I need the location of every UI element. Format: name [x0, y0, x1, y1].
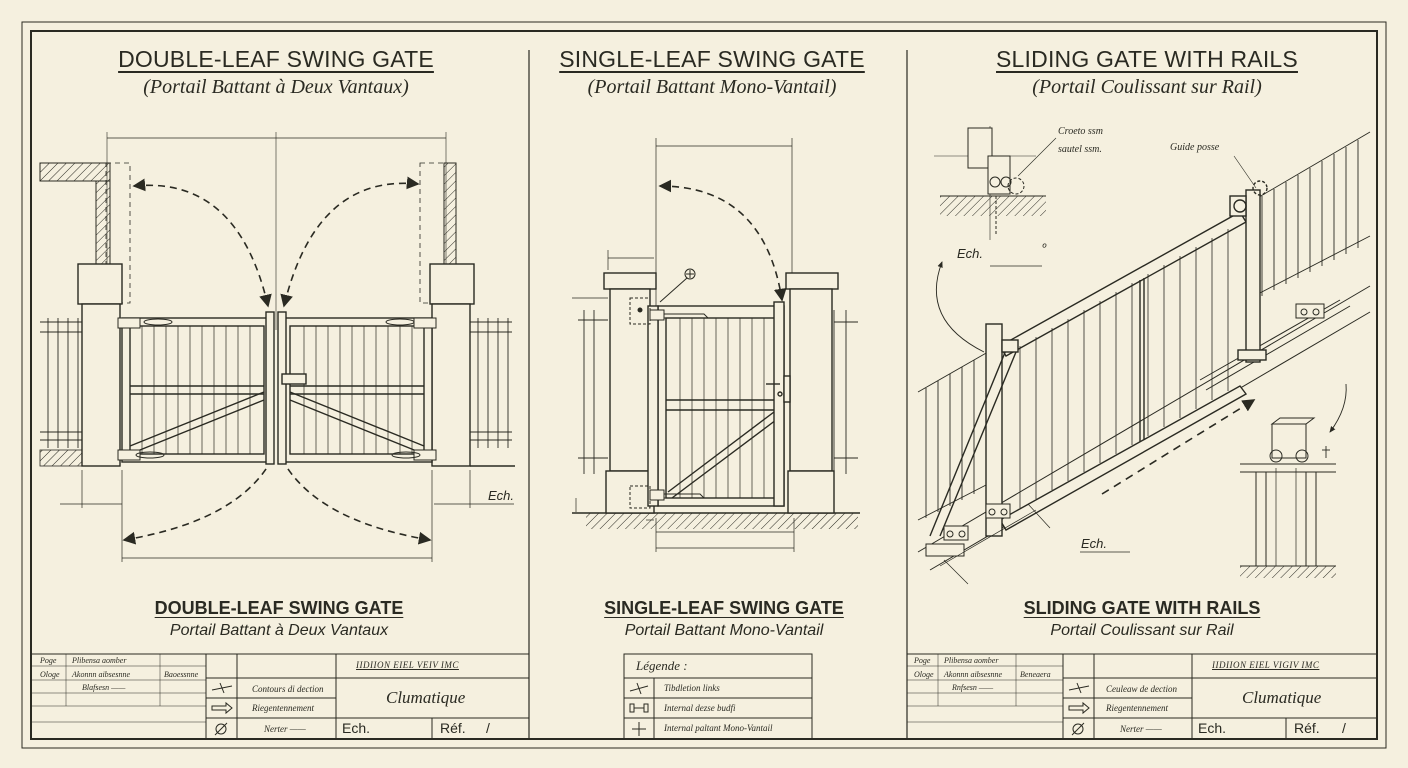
tb-right-r1-a: Poge	[914, 656, 931, 665]
tb-right-code: IIDIION EIEL VIGIV IMC	[1212, 660, 1320, 670]
caption-subtitle-single-leaf: Portail Battant Mono-Vantail	[624, 622, 824, 639]
tb-right-sym2-text: Riegentennement	[1106, 703, 1168, 713]
double-leaf-gate-drawing	[39, 132, 515, 562]
tb-left-r3-b: Blafsesn ——	[82, 683, 126, 692]
tb-left-ref: Réf.	[440, 720, 466, 736]
legend-item-2: Internal dezse budfi	[664, 703, 736, 713]
guide-label: Guide posse	[1170, 142, 1220, 153]
tb-left-r2-c: Baoessnne	[164, 670, 199, 679]
diameter-icon	[1071, 722, 1085, 736]
title-block-left	[30, 653, 530, 740]
tb-right-brand: Clumatique	[1242, 688, 1322, 707]
detail-label-2: sautel ssm.	[1058, 144, 1102, 155]
tb-right-r1-b: Plibensa aomber	[944, 656, 999, 665]
tb-right-r2-c: Beneaera	[1020, 670, 1051, 679]
panel-title-single-leaf: SINGLE-LEAF SWING GATE	[559, 46, 865, 72]
detail-label-1: Croeto ssm	[1058, 126, 1103, 137]
post-detail	[1240, 417, 1336, 578]
legend-item-3: Internal paltant Mono-Vantail	[664, 723, 773, 733]
scale-label-sliding-top: Ech.	[957, 246, 984, 261]
legend-item-1: Tibdletion links	[664, 683, 720, 693]
tb-left-brand: Clumatique	[386, 688, 466, 707]
scale-label-sliding-top-suffix: º	[1042, 242, 1047, 254]
arrow-icon	[211, 701, 233, 715]
tb-left-sym3-text: Nerter ——	[264, 724, 306, 734]
tb-left-ref-mark: /	[486, 720, 490, 736]
tb-right-ref: Réf.	[1294, 720, 1320, 736]
tb-left-r1-a: Poge	[40, 656, 57, 665]
break-line-icon	[1068, 682, 1090, 694]
title-block-right	[906, 653, 1378, 740]
tb-left-ech: Ech.	[342, 720, 371, 736]
caption-title-single-leaf: SINGLE-LEAF SWING GATE	[604, 598, 844, 618]
caption-title-sliding: SLIDING GATE WITH RAILS	[1023, 598, 1261, 618]
sliding-gate-drawing	[917, 126, 1371, 585]
tb-left-code: IIDIION EIEL VEIV IMC	[356, 660, 459, 670]
caption-subtitle-sliding: Portail Coulissant sur Rail	[1050, 622, 1234, 639]
tb-right-r2-b: Akonnn aibsesnne	[944, 670, 1002, 679]
single-leaf-gate-drawing	[572, 138, 860, 552]
panel-subtitle-sliding: (Portail Coulissant sur Rail)	[1032, 76, 1262, 98]
panel-title-double-leaf: DOUBLE-LEAF SWING GATE	[118, 46, 434, 72]
tb-left-r2-b: Akonnn aibsesnne	[72, 670, 130, 679]
tb-right-sym3-text: Nerter ——	[1120, 724, 1162, 734]
panel-subtitle-double-leaf: (Portail Battant à Deux Vantaux)	[143, 76, 409, 98]
tb-right-ech: Ech.	[1198, 720, 1227, 736]
tb-right-r3-b: Rnfsesn ——	[952, 683, 994, 692]
legend-box	[623, 653, 813, 740]
arrow-icon	[1068, 701, 1090, 715]
tb-left-r1-b: Plibensa aomber	[72, 656, 127, 665]
tb-right-r2-a: Ologe	[914, 670, 934, 679]
panel-title-sliding: SLIDING GATE WITH RAILS	[996, 46, 1298, 72]
caption-subtitle-double-leaf: Portail Battant à Deux Vantaux	[169, 622, 389, 639]
legend-title: Légende :	[636, 658, 688, 673]
diameter-icon	[214, 722, 228, 736]
panel-subtitle-single-leaf: (Portail Battant Mono-Vantail)	[587, 76, 837, 98]
tb-left-sym2-text: Riegentennement	[252, 703, 314, 713]
break-line-icon	[211, 682, 233, 694]
rail-detail-top	[934, 126, 1057, 267]
break-line-icon	[629, 682, 649, 695]
scale-label-sliding-bottom: Ech.	[1081, 536, 1108, 551]
crosshair-icon	[632, 722, 646, 736]
caption-title-double-leaf: DOUBLE-LEAF SWING GATE	[154, 598, 404, 618]
tb-left-sym1-text: Contours di dection	[252, 684, 324, 694]
tb-right-ref-mark: /	[1342, 720, 1346, 736]
tb-left-r2-a: Ologe	[40, 670, 60, 679]
tb-right-sym1-text: Ceuleaw de dection	[1106, 684, 1177, 694]
hinge-icon	[629, 703, 649, 713]
scale-label-double-leaf: Ech.	[488, 488, 515, 503]
